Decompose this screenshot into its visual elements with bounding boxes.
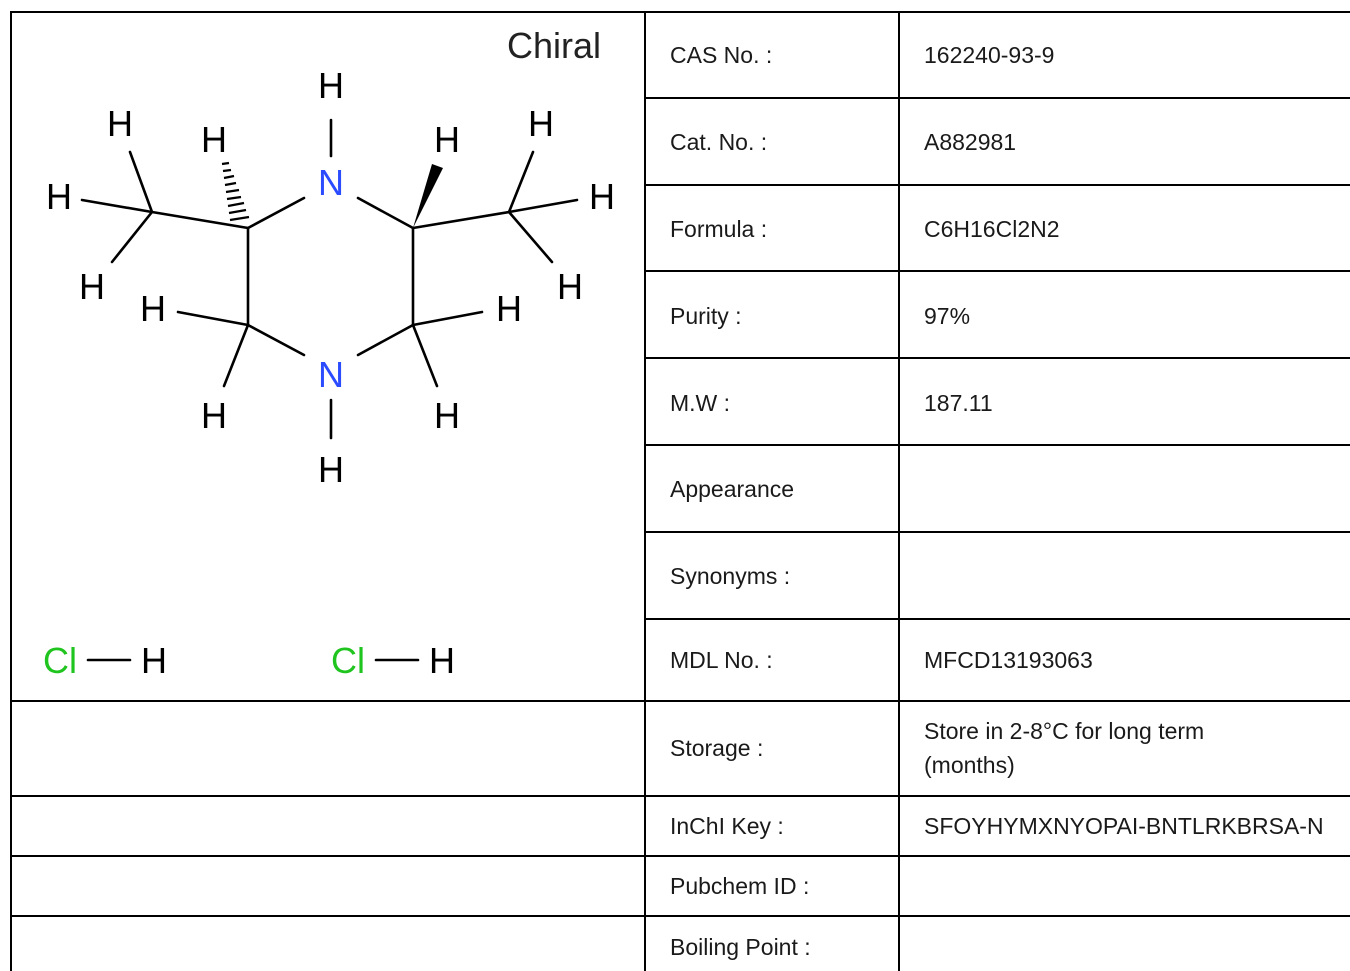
bond xyxy=(176,310,250,327)
row-divider xyxy=(644,618,1350,620)
atom-h: H xyxy=(589,176,615,217)
bond xyxy=(128,150,154,214)
row-divider xyxy=(644,531,1350,533)
bond xyxy=(80,198,154,214)
storage-value: Store in 2-8°C for long term (months) xyxy=(924,718,1205,778)
mw-label: M.W : xyxy=(670,390,731,416)
row-divider xyxy=(644,357,1350,359)
atom-h: H xyxy=(141,640,167,681)
storage-label: Storage : xyxy=(670,735,764,761)
purity-label: Purity : xyxy=(670,303,742,329)
mw-value: 187.11 xyxy=(924,390,993,416)
bond xyxy=(356,323,415,357)
atom-h: H xyxy=(79,266,105,307)
row-divider xyxy=(10,795,1350,797)
appearance-label: Appearance xyxy=(670,476,795,502)
synonyms-label: Synonyms : xyxy=(670,563,791,589)
atom-n: N xyxy=(318,354,344,395)
mdl-value: MFCD13193063 xyxy=(924,647,1093,673)
inchi-key-value: SFOYHYMXNYOPAI-BNTLRKBRSA-N xyxy=(924,813,1324,839)
cat-no-label: Cat. No. : xyxy=(670,129,768,155)
atom-cl: Cl xyxy=(331,640,365,681)
atom-h: H xyxy=(107,103,133,144)
row-divider xyxy=(10,700,1350,702)
row-divider xyxy=(644,270,1350,272)
bond xyxy=(246,323,306,357)
atom-h: H xyxy=(318,449,344,490)
chlorine-atoms: Cl Cl xyxy=(43,640,365,681)
bond xyxy=(507,198,579,214)
bond xyxy=(411,323,439,388)
nitrogen-atoms: N N xyxy=(318,162,344,395)
row-divider xyxy=(644,444,1350,446)
atom-h: H xyxy=(201,119,227,160)
bond xyxy=(246,196,306,230)
cas-label: CAS No. : xyxy=(670,42,773,68)
atom-h: H xyxy=(557,266,583,307)
atom-cl: Cl xyxy=(43,640,77,681)
atom-n: N xyxy=(318,162,344,203)
atom-h: H xyxy=(140,288,166,329)
atom-h: H xyxy=(434,119,460,160)
bond xyxy=(507,150,535,214)
table-border-top xyxy=(10,11,1350,13)
table-divider-value xyxy=(898,11,900,971)
formula-label: Formula : xyxy=(670,216,768,242)
hydrogen-atoms: H H H H H H H H H H H H H H H H xyxy=(46,65,615,681)
row-divider xyxy=(10,855,1350,857)
row-divider xyxy=(644,97,1350,99)
boiling-point-label: Boiling Point : xyxy=(670,934,811,960)
atom-h: H xyxy=(528,103,554,144)
bond xyxy=(222,323,250,388)
bond xyxy=(411,210,511,230)
bond xyxy=(507,210,554,264)
atom-h: H xyxy=(429,640,455,681)
atom-h: H xyxy=(318,65,344,106)
inchi-key-label: InChI Key : xyxy=(670,813,784,839)
atom-h: H xyxy=(201,395,227,436)
chemical-structure-diagram: Chiral N N H H H H H H H H H H H H H H H… xyxy=(43,25,615,681)
bond xyxy=(356,196,415,230)
formula-value: C6H16Cl2N2 xyxy=(924,216,1060,242)
chiral-label: Chiral xyxy=(507,25,601,66)
table-border-left xyxy=(10,11,12,971)
row-divider xyxy=(10,915,1350,917)
table-divider-structure xyxy=(644,11,646,971)
atom-h: H xyxy=(434,395,460,436)
row-divider xyxy=(644,184,1350,186)
solid-wedge-bond xyxy=(413,164,443,228)
atom-h: H xyxy=(46,176,72,217)
hashed-wedge-bond xyxy=(221,161,250,222)
cas-value: 162240-93-9 xyxy=(924,42,1055,68)
bond-lines xyxy=(80,118,579,662)
cat-no-value: A882981 xyxy=(924,129,1017,155)
purity-value: 97% xyxy=(924,303,971,329)
atom-h: H xyxy=(496,288,522,329)
bond xyxy=(110,210,154,264)
mdl-label: MDL No. : xyxy=(670,647,773,673)
pubchem-id-label: Pubchem ID : xyxy=(670,873,810,899)
bond xyxy=(150,210,250,230)
bond xyxy=(411,310,484,327)
